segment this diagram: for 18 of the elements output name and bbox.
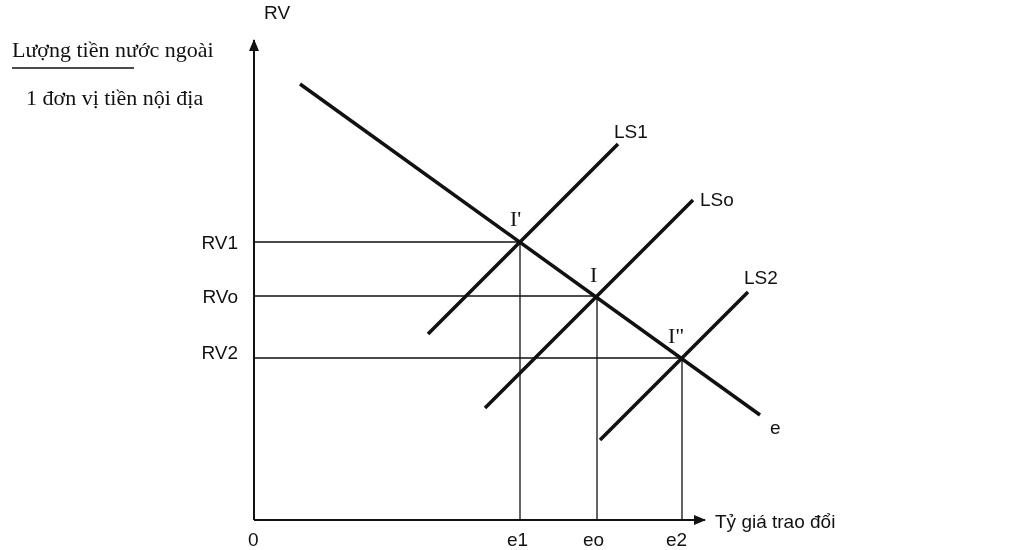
tick-label: RV2 xyxy=(201,343,238,362)
tick-label: RV1 xyxy=(201,233,238,252)
curve-label: LS1 xyxy=(614,122,648,141)
point-label: I' xyxy=(510,208,522,230)
axis-label: 1 đơn vị tiền nội địa xyxy=(26,87,204,109)
tick-label: eo xyxy=(583,530,605,549)
curve-label: LS2 xyxy=(744,268,778,287)
tick-label: e1 xyxy=(507,530,529,549)
point-label: I xyxy=(590,264,598,286)
axis-label: RV xyxy=(264,3,291,22)
axis-label: Lượng tiền nước ngoài xyxy=(12,39,214,61)
tick-label: RVo xyxy=(202,287,238,306)
axis-label: Tỷ giá trao đổi xyxy=(715,512,836,531)
curve-label: e xyxy=(770,418,781,437)
tick-label: e2 xyxy=(666,530,688,549)
curve-label: LSo xyxy=(700,190,734,209)
point-label: I" xyxy=(668,325,685,347)
tick-label: 0 xyxy=(248,530,259,549)
